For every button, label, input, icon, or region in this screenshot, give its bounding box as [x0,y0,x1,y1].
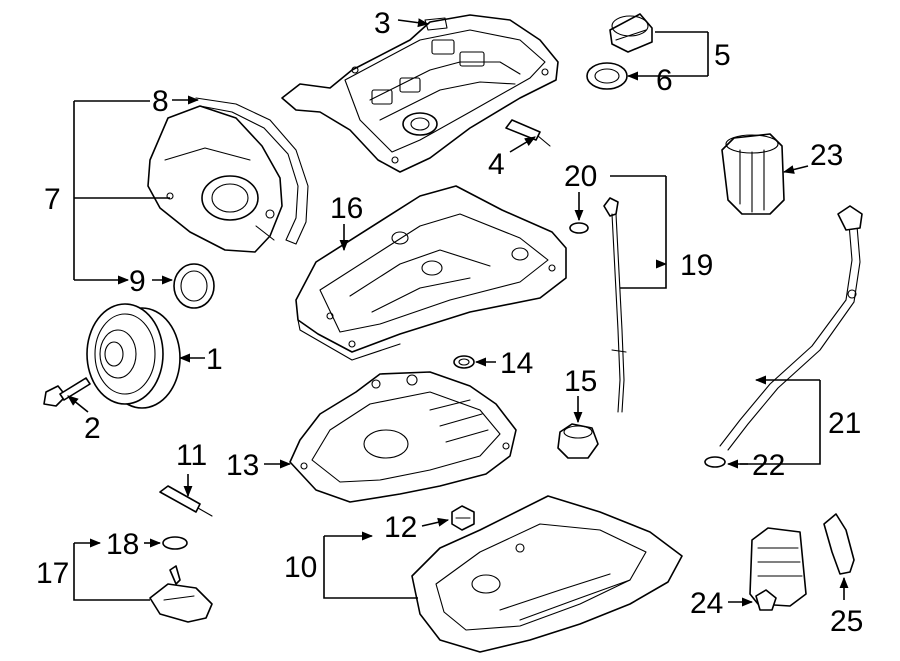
callout-1: 1 [206,343,223,376]
valve-cover-part [281,14,559,173]
callout-11: 11 [176,439,207,472]
callout-25: 25 [830,605,863,638]
callout-18: 18 [106,528,139,561]
leader-lines [67,18,849,607]
drain-plug-part [451,505,475,531]
pulley-part [86,303,181,409]
callout-4: 4 [488,148,505,181]
sensor-housing-15-part [557,423,599,459]
callout-24: 24 [690,587,723,620]
callout-10: 10 [284,551,317,584]
bolt-part [43,377,91,407]
dipstick-tube-part [719,205,863,451]
callout-20: 20 [564,160,597,193]
callout-21: 21 [828,407,861,440]
sealant-tube-upper-part [505,119,551,147]
callout-labels: 1 2 3 4 5 6 7 8 9 10 11 12 13 14 15 16 1… [36,7,863,638]
oil-filler-cap-part [609,13,653,53]
cap-seal-part [586,62,628,90]
callout-16: 16 [330,192,363,225]
callout-9: 9 [129,265,146,298]
tube-oring-part [704,456,726,468]
seal-ring-9-part [173,263,215,309]
callout-17: 17 [36,557,69,590]
oil-sensor-17-part [149,565,213,623]
timing-cover-part [147,105,283,253]
oil-pan-part [411,495,683,653]
dipstick-seal-part [569,222,589,234]
oring-18-part [162,536,188,550]
cooler-seal-part [823,513,855,575]
callout-13: 13 [226,449,259,482]
callout-15: 15 [564,365,597,398]
callout-23: 23 [810,139,843,172]
callout-7: 7 [44,183,61,216]
sealant-tube-lower-part [159,485,213,517]
callout-14: 14 [500,347,533,380]
callout-8: 8 [152,85,169,118]
oil-filter-part [721,133,785,215]
callout-6: 6 [656,64,673,97]
dipstick-part [603,197,627,413]
callout-12: 12 [384,511,417,544]
callout-19: 19 [680,249,713,282]
callout-22: 22 [752,449,785,482]
callout-3: 3 [374,7,391,40]
cover-gasket-part [195,97,309,245]
callout-2: 2 [84,412,101,445]
baffle-plate-part [289,371,517,503]
oil-cooler-part [749,527,807,611]
washer-14-part [453,355,475,369]
callout-5: 5 [714,39,731,72]
upper-pan-part [295,185,567,361]
